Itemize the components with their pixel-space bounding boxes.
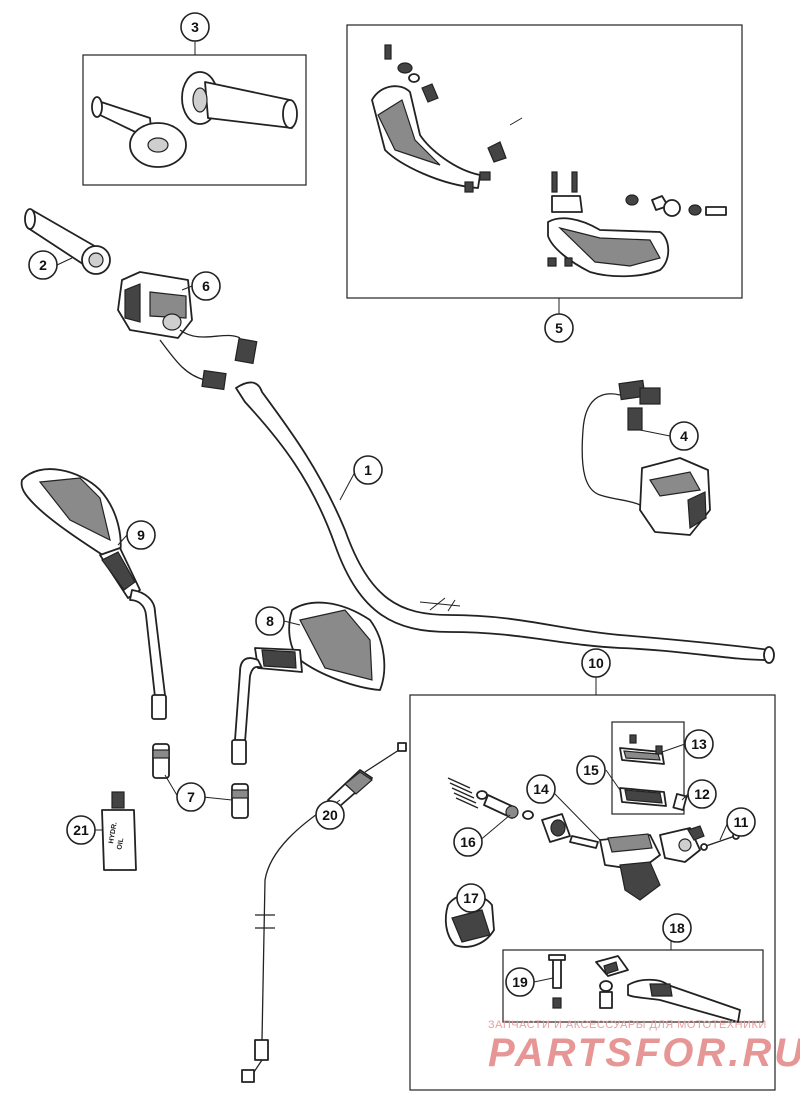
callout-1: 1 bbox=[353, 455, 383, 485]
throttle-cable bbox=[241, 742, 407, 1083]
callout-label: 13 bbox=[691, 736, 707, 752]
group-box-10 bbox=[409, 694, 776, 1091]
callout-11: 11 bbox=[726, 807, 756, 837]
callout-label: 10 bbox=[588, 655, 604, 671]
switch-left bbox=[117, 271, 258, 391]
callout-13: 13 bbox=[684, 729, 714, 759]
callout-12: 12 bbox=[687, 779, 717, 809]
callout-label: 5 bbox=[555, 320, 563, 336]
handlebar bbox=[235, 381, 775, 664]
callout-15: 15 bbox=[576, 755, 606, 785]
callout-6: 6 bbox=[191, 271, 221, 301]
watermark-tagline: ЗАПЧАСТИ И АКСЕССУАРЫ ДЛЯ МОТОТЕХНИКИ bbox=[488, 1019, 767, 1031]
handguard-left bbox=[371, 44, 523, 193]
callout-18: 18 bbox=[662, 913, 692, 943]
handguard-right bbox=[547, 171, 727, 278]
brake-lever bbox=[548, 954, 741, 1023]
callout-19: 19 bbox=[505, 967, 535, 997]
callout-5: 5 bbox=[544, 313, 574, 343]
callout-label: 3 bbox=[191, 19, 199, 35]
callout-label: 9 bbox=[137, 527, 145, 543]
callout-label: 15 bbox=[583, 762, 599, 778]
hydraulic-oil-bottle: HYDR. OIL bbox=[101, 791, 137, 871]
master-cylinder-body bbox=[599, 825, 705, 901]
callout-4: 4 bbox=[669, 421, 699, 451]
callout-label: 4 bbox=[680, 428, 688, 444]
switch-right bbox=[581, 379, 711, 536]
callout-10: 10 bbox=[581, 648, 611, 678]
callout-label: 12 bbox=[694, 786, 710, 802]
grip-single bbox=[24, 208, 111, 275]
callout-label: 14 bbox=[533, 781, 549, 797]
mirror-right bbox=[231, 601, 386, 765]
callout-label: 6 bbox=[202, 278, 210, 294]
grip-set-right bbox=[181, 71, 298, 129]
oil-label-line2: OIL bbox=[116, 837, 125, 850]
callout-label: 19 bbox=[512, 974, 528, 990]
callout-label: 18 bbox=[669, 920, 685, 936]
reservoir-diaphragm bbox=[619, 787, 667, 807]
callout-20: 20 bbox=[315, 800, 345, 830]
callout-label: 20 bbox=[322, 807, 338, 823]
callout-3: 3 bbox=[180, 12, 210, 42]
group-box-5 bbox=[346, 24, 743, 299]
master-cylinder-piston bbox=[483, 794, 534, 820]
reservoir-cover bbox=[619, 734, 665, 765]
callout-label: 11 bbox=[734, 814, 749, 830]
master-cylinder-spring bbox=[447, 777, 488, 809]
callout-7: 7 bbox=[176, 782, 206, 812]
callout-label: 17 bbox=[463, 890, 479, 906]
callout-2: 2 bbox=[28, 250, 58, 280]
callout-label: 21 bbox=[73, 822, 89, 838]
callout-9: 9 bbox=[126, 520, 156, 550]
callout-label: 2 bbox=[39, 257, 47, 273]
callout-14: 14 bbox=[526, 774, 556, 804]
grip-set-left bbox=[91, 96, 187, 168]
callout-label: 16 bbox=[460, 834, 476, 850]
oil-label-line1: HYDR. bbox=[108, 822, 119, 845]
callout-21: 21 bbox=[66, 815, 96, 845]
mirror-adapters bbox=[152, 743, 249, 819]
callout-16: 16 bbox=[453, 827, 483, 857]
callout-17: 17 bbox=[456, 883, 486, 913]
callout-label: 7 bbox=[187, 789, 195, 805]
mirror-left bbox=[20, 468, 167, 720]
callout-label: 8 bbox=[266, 613, 274, 629]
group-box-18 bbox=[502, 949, 764, 1023]
callout-8: 8 bbox=[255, 606, 285, 636]
callout-label: 1 bbox=[364, 462, 372, 478]
dust-boot bbox=[541, 813, 599, 849]
watermark-logo: PARTSFOR.RU bbox=[488, 1031, 800, 1075]
group-box-13-15 bbox=[611, 721, 685, 815]
